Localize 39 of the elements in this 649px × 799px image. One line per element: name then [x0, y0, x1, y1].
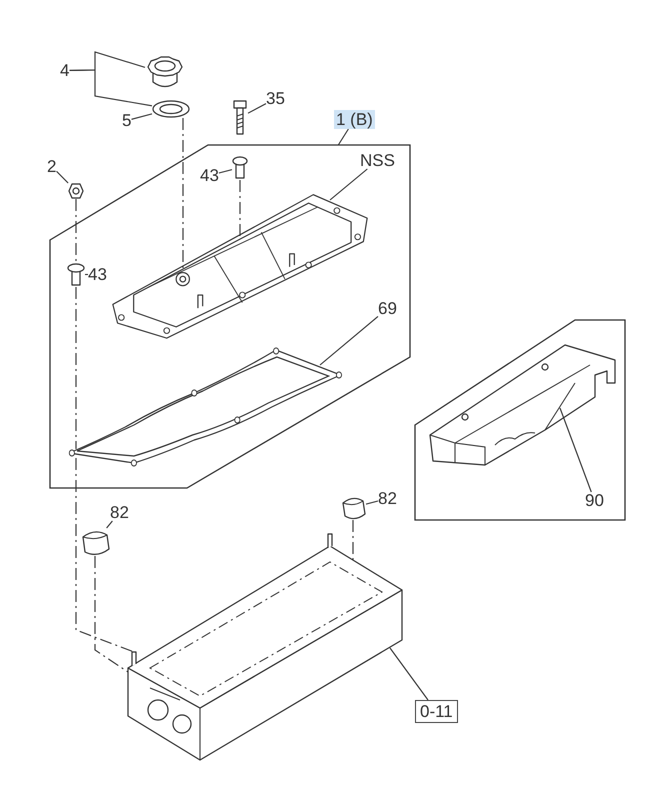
leader-line [248, 103, 266, 114]
callout-number: 35 [266, 90, 285, 107]
callout-label: 1 (B) [334, 110, 375, 129]
seal-ring-drawing [152, 100, 190, 118]
callout-number: NSS [360, 152, 395, 169]
grommet-drawing [67, 262, 85, 287]
nut-drawing [68, 183, 84, 199]
leader-line [106, 520, 113, 528]
leader-line [366, 500, 378, 505]
leader-line [218, 169, 232, 174]
bolt-drawing [232, 100, 248, 135]
reference-label: 0-11 [415, 700, 458, 723]
callout-number: 2 [47, 158, 56, 175]
callout-number: 43 [200, 167, 219, 184]
leader-line [56, 170, 68, 184]
center-line [75, 458, 134, 653]
callout-number: 5 [122, 112, 132, 129]
leader-line [390, 648, 428, 700]
callout-number: 69 [378, 300, 397, 317]
callout-number: 90 [585, 492, 604, 509]
callout-number: 82 [110, 504, 129, 521]
inset-frame [415, 320, 625, 520]
leader-line [70, 69, 152, 106]
callout-number: 82 [378, 490, 397, 507]
leader-line [320, 316, 378, 366]
center-line [352, 520, 354, 560]
leader-line [131, 113, 152, 120]
center-line [239, 180, 241, 236]
plug-drawing [340, 495, 366, 520]
center-line [75, 199, 77, 262]
callout-number: 4 [60, 62, 70, 79]
grommet-drawing [232, 155, 248, 180]
leader-line [85, 274, 88, 276]
leader-line [330, 168, 368, 200]
leader-line [338, 128, 349, 146]
center-line [94, 556, 128, 672]
leader-line [559, 408, 592, 492]
callout-number: 43 [88, 266, 107, 283]
center-line [75, 287, 77, 449]
